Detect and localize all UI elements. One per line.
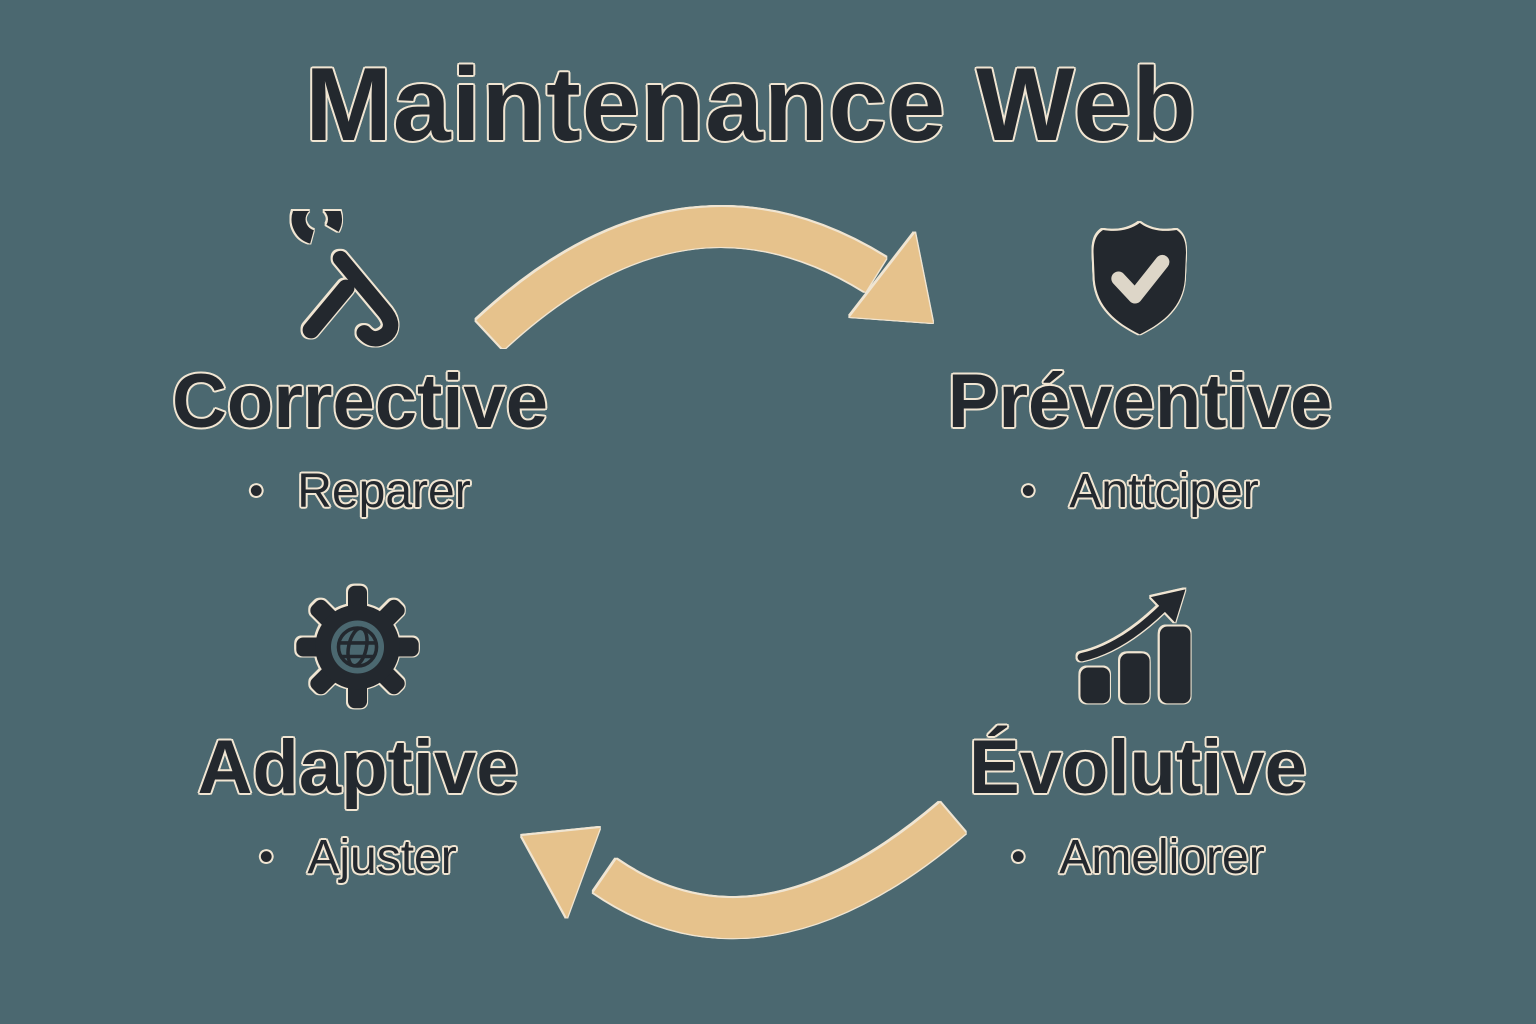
quadrant-adaptive: Adaptive • Ajuster <box>197 574 519 885</box>
bullet-item-evolutive: • Ameliorer <box>1011 830 1264 885</box>
bullet-dot: • <box>259 835 274 880</box>
tools-icon <box>290 208 430 354</box>
quadrant-label-corrective: Corrective <box>172 359 548 444</box>
bullet-dot: • <box>1011 835 1026 880</box>
bullet-text: Anttciper <box>1069 464 1259 518</box>
cycle-arrow-bottom-icon <box>522 802 966 939</box>
bullet-text: Ajuster <box>307 830 457 884</box>
bullet-dot: • <box>1021 469 1036 514</box>
bullet-item-adaptive: • Ajuster <box>259 830 456 885</box>
gear-globe-icon <box>290 574 426 720</box>
quadrant-preventive: Préventive • Anttciper <box>948 208 1332 519</box>
quadrant-corrective: Corrective • Reparer <box>172 208 548 519</box>
shield-check-icon <box>1079 208 1201 354</box>
quadrant-label-adaptive: Adaptive <box>197 725 519 810</box>
quadrant-evolutive: Évolutive • Ameliorer <box>969 574 1307 885</box>
quadrant-label-evolutive: Évolutive <box>969 725 1307 810</box>
quadrant-label-preventive: Préventive <box>947 359 1333 444</box>
bullet-dot: • <box>249 469 264 514</box>
bullet-item-preventive: • Anttciper <box>1021 464 1258 519</box>
bullet-text: Ameliorer <box>1059 830 1265 884</box>
growth-chart-icon <box>1074 574 1202 720</box>
bullet-item-corrective: • Reparer <box>249 464 470 519</box>
bullet-text: Reparer <box>297 464 471 518</box>
page-title: Maintenance Web <box>305 47 1197 163</box>
cycle-arrow-top-icon <box>476 207 933 348</box>
